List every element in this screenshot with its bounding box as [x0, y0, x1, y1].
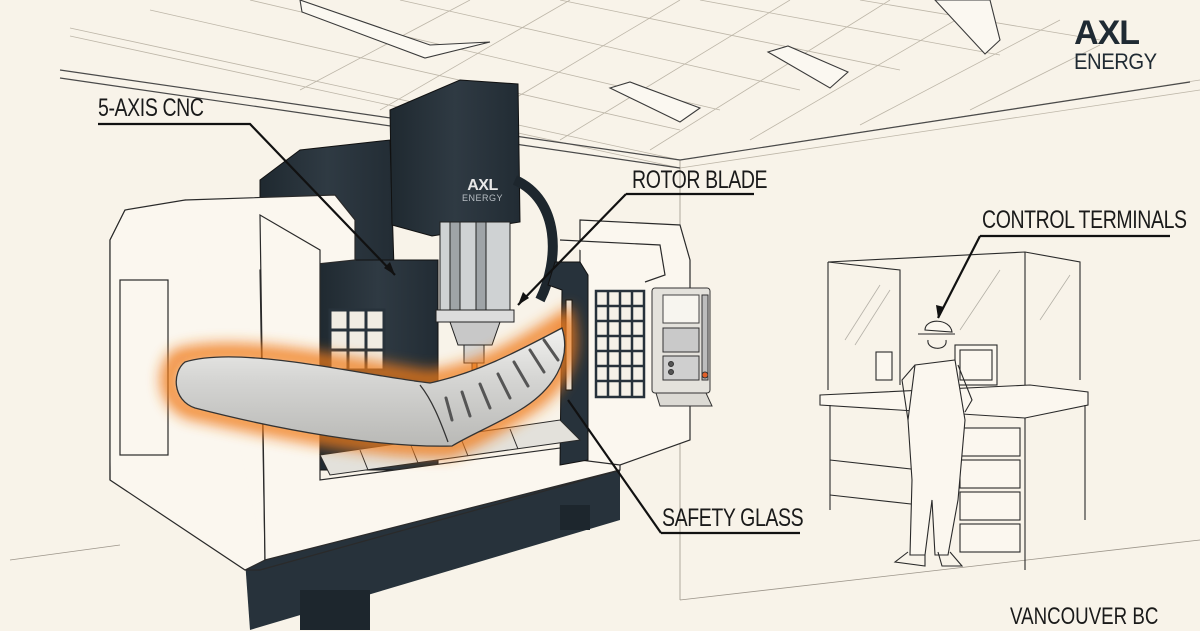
cable-carrier: [512, 175, 558, 303]
brand-logo-sub: ENERGY: [1074, 49, 1157, 74]
brand-logo-main: AXL: [1074, 14, 1140, 52]
ceiling-outline: [59, 69, 1191, 169]
callout-control-terminals: CONTROL TERMINALS: [982, 206, 1187, 234]
floor-line: [679, 539, 1200, 601]
cnc-control-pendant: [651, 287, 713, 407]
machine-base: [245, 470, 620, 630]
callout-safety-glass: SAFETY GLASS: [662, 504, 804, 532]
location-label: VANCOUVER BC: [1010, 603, 1159, 630]
rotor-blade: [175, 327, 566, 447]
spindle: [435, 221, 515, 382]
callout-5-axis-cnc: 5-AXIS CNC: [98, 94, 204, 122]
machine-window-grid-right: [594, 289, 646, 399]
machine-logo-sub: ENERGY: [462, 193, 504, 203]
operator-station: [819, 251, 1089, 570]
machine-brand-logo: AXL ENERGY: [462, 178, 503, 203]
callout-arrowheads: [384, 262, 944, 318]
brand-logo: AXL ENERGY: [1074, 16, 1164, 73]
callout-leaders: [98, 122, 1170, 535]
callout-rotor-blade: ROTOR BLADE: [632, 166, 768, 194]
machine-logo-main: AXL: [467, 177, 498, 194]
ceiling-lights: [299, 0, 1001, 123]
